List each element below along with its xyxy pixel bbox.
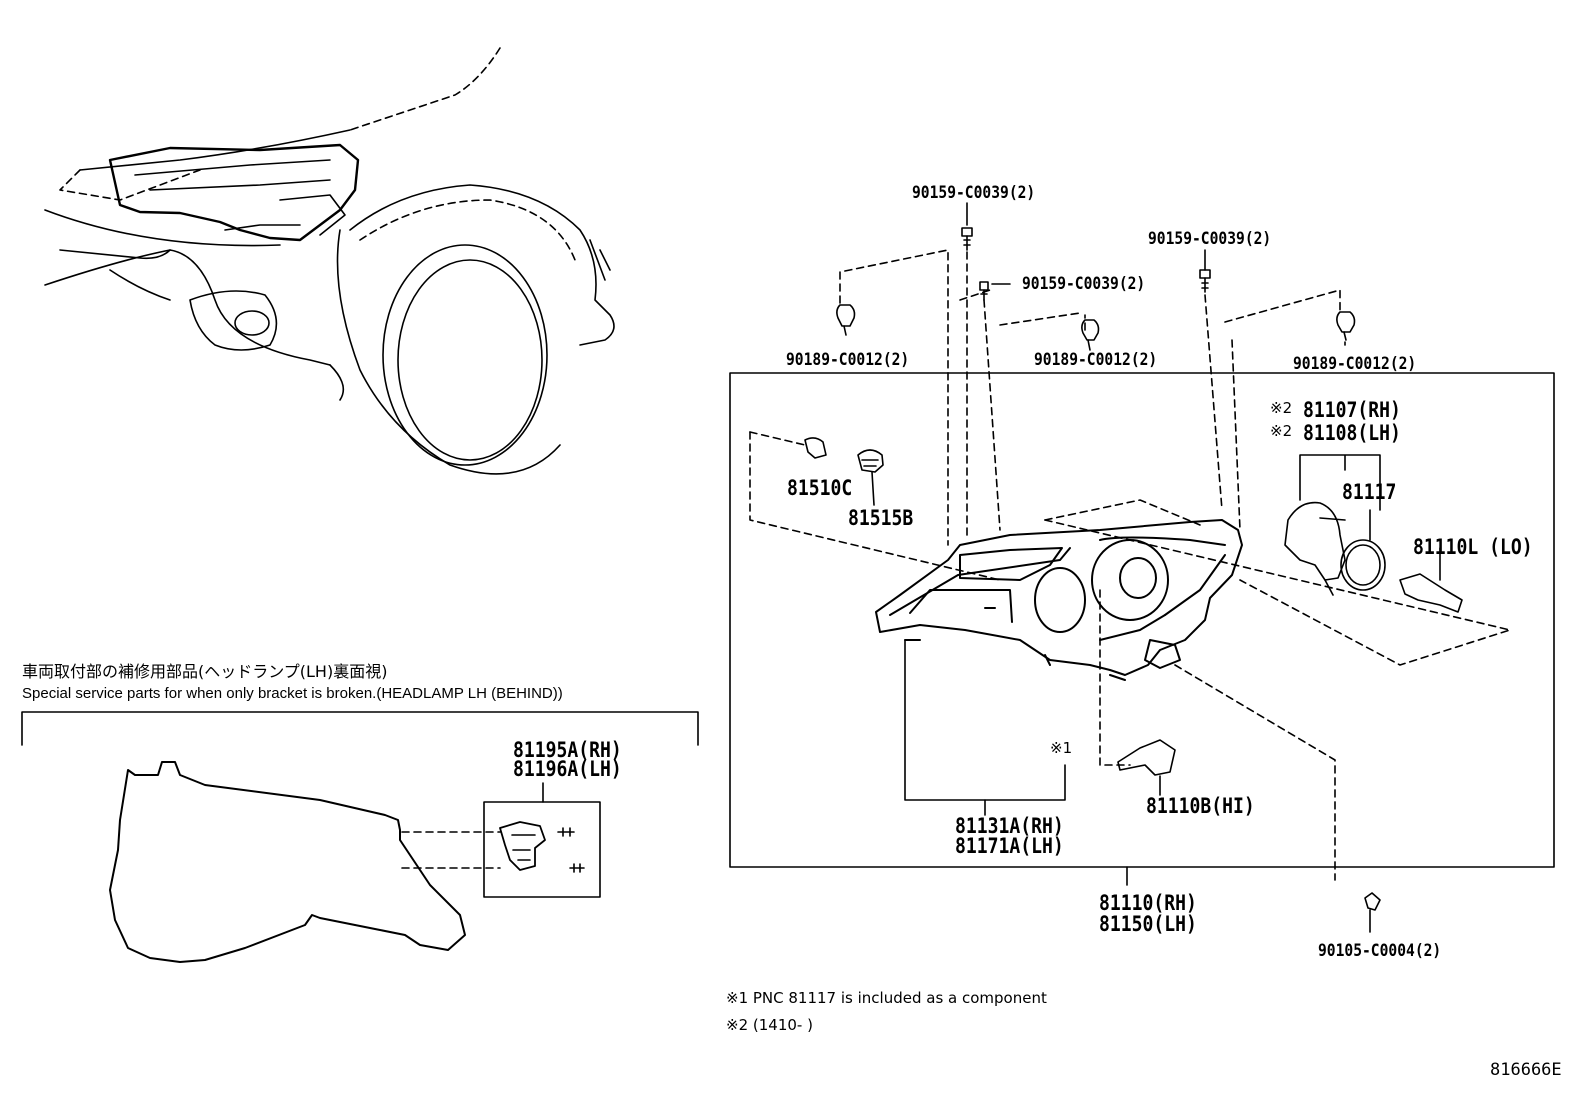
label-screw-mid: 90159-C0039(2) [1022, 274, 1146, 294]
label-81108: 81108(LH) [1303, 421, 1401, 445]
assembly-box [729, 372, 1555, 886]
socket-parts [804, 437, 884, 506]
diagram-code: 816666E [1490, 1060, 1562, 1080]
label-clip-mid: 90189-C0012(2) [1034, 350, 1158, 370]
label-assy-lh: 81150(LH) [1099, 912, 1197, 936]
cover-and-bulbs [1117, 454, 1463, 933]
vehicle-front-illustration [44, 47, 615, 475]
label-bracket-rh: 81195A(RH) [513, 738, 622, 762]
footnote-2: ※2 (1410- ) [726, 1016, 813, 1034]
label-81110l: 81110L (LO) [1413, 535, 1533, 559]
lens-leader [904, 639, 1066, 816]
service-parts-box [21, 711, 699, 746]
label-assy-rh: 81110(RH) [1099, 891, 1197, 915]
label-81117: 81117 [1342, 480, 1397, 504]
label-bracket-lh: 81196A(LH) [513, 757, 622, 781]
label-81107: 81107(RH) [1303, 398, 1401, 422]
label-81515b: 81515B [848, 506, 914, 530]
footnote-1: ※1 PNC 81117 is included as a component [726, 989, 1047, 1007]
label-lens-lh: 81171A(LH) [955, 834, 1064, 858]
mark-2a: ※2 [1270, 399, 1293, 417]
headlamp-behind-outline [109, 761, 466, 963]
headlamp-assembly [875, 519, 1243, 681]
label-screw-top: 90159-C0039(2) [912, 183, 1036, 203]
service-note-jp: 車両取付部の補修用部品(ヘッドランプ(LH)裏面視) [22, 662, 388, 681]
label-81110b: 81110B(HI) [1146, 794, 1255, 818]
label-clip-left: 90189-C0012(2) [786, 350, 910, 370]
label-81510c: 81510C [787, 476, 853, 500]
label-screw-right: 90159-C0039(2) [1148, 229, 1272, 249]
mark-1: ※1 [1050, 739, 1073, 757]
bracket-parts-box [401, 782, 601, 898]
mark-2b: ※2 [1270, 422, 1293, 440]
label-screw-bottom: 90105-C0004(2) [1318, 941, 1442, 961]
label-clip-right: 90189-C0012(2) [1293, 354, 1417, 374]
dashed-leaders [749, 249, 1511, 881]
service-note-en: Special service parts for when only brac… [22, 685, 563, 702]
fastener-icons [836, 202, 1356, 351]
label-lens-rh: 81131A(RH) [955, 814, 1064, 838]
